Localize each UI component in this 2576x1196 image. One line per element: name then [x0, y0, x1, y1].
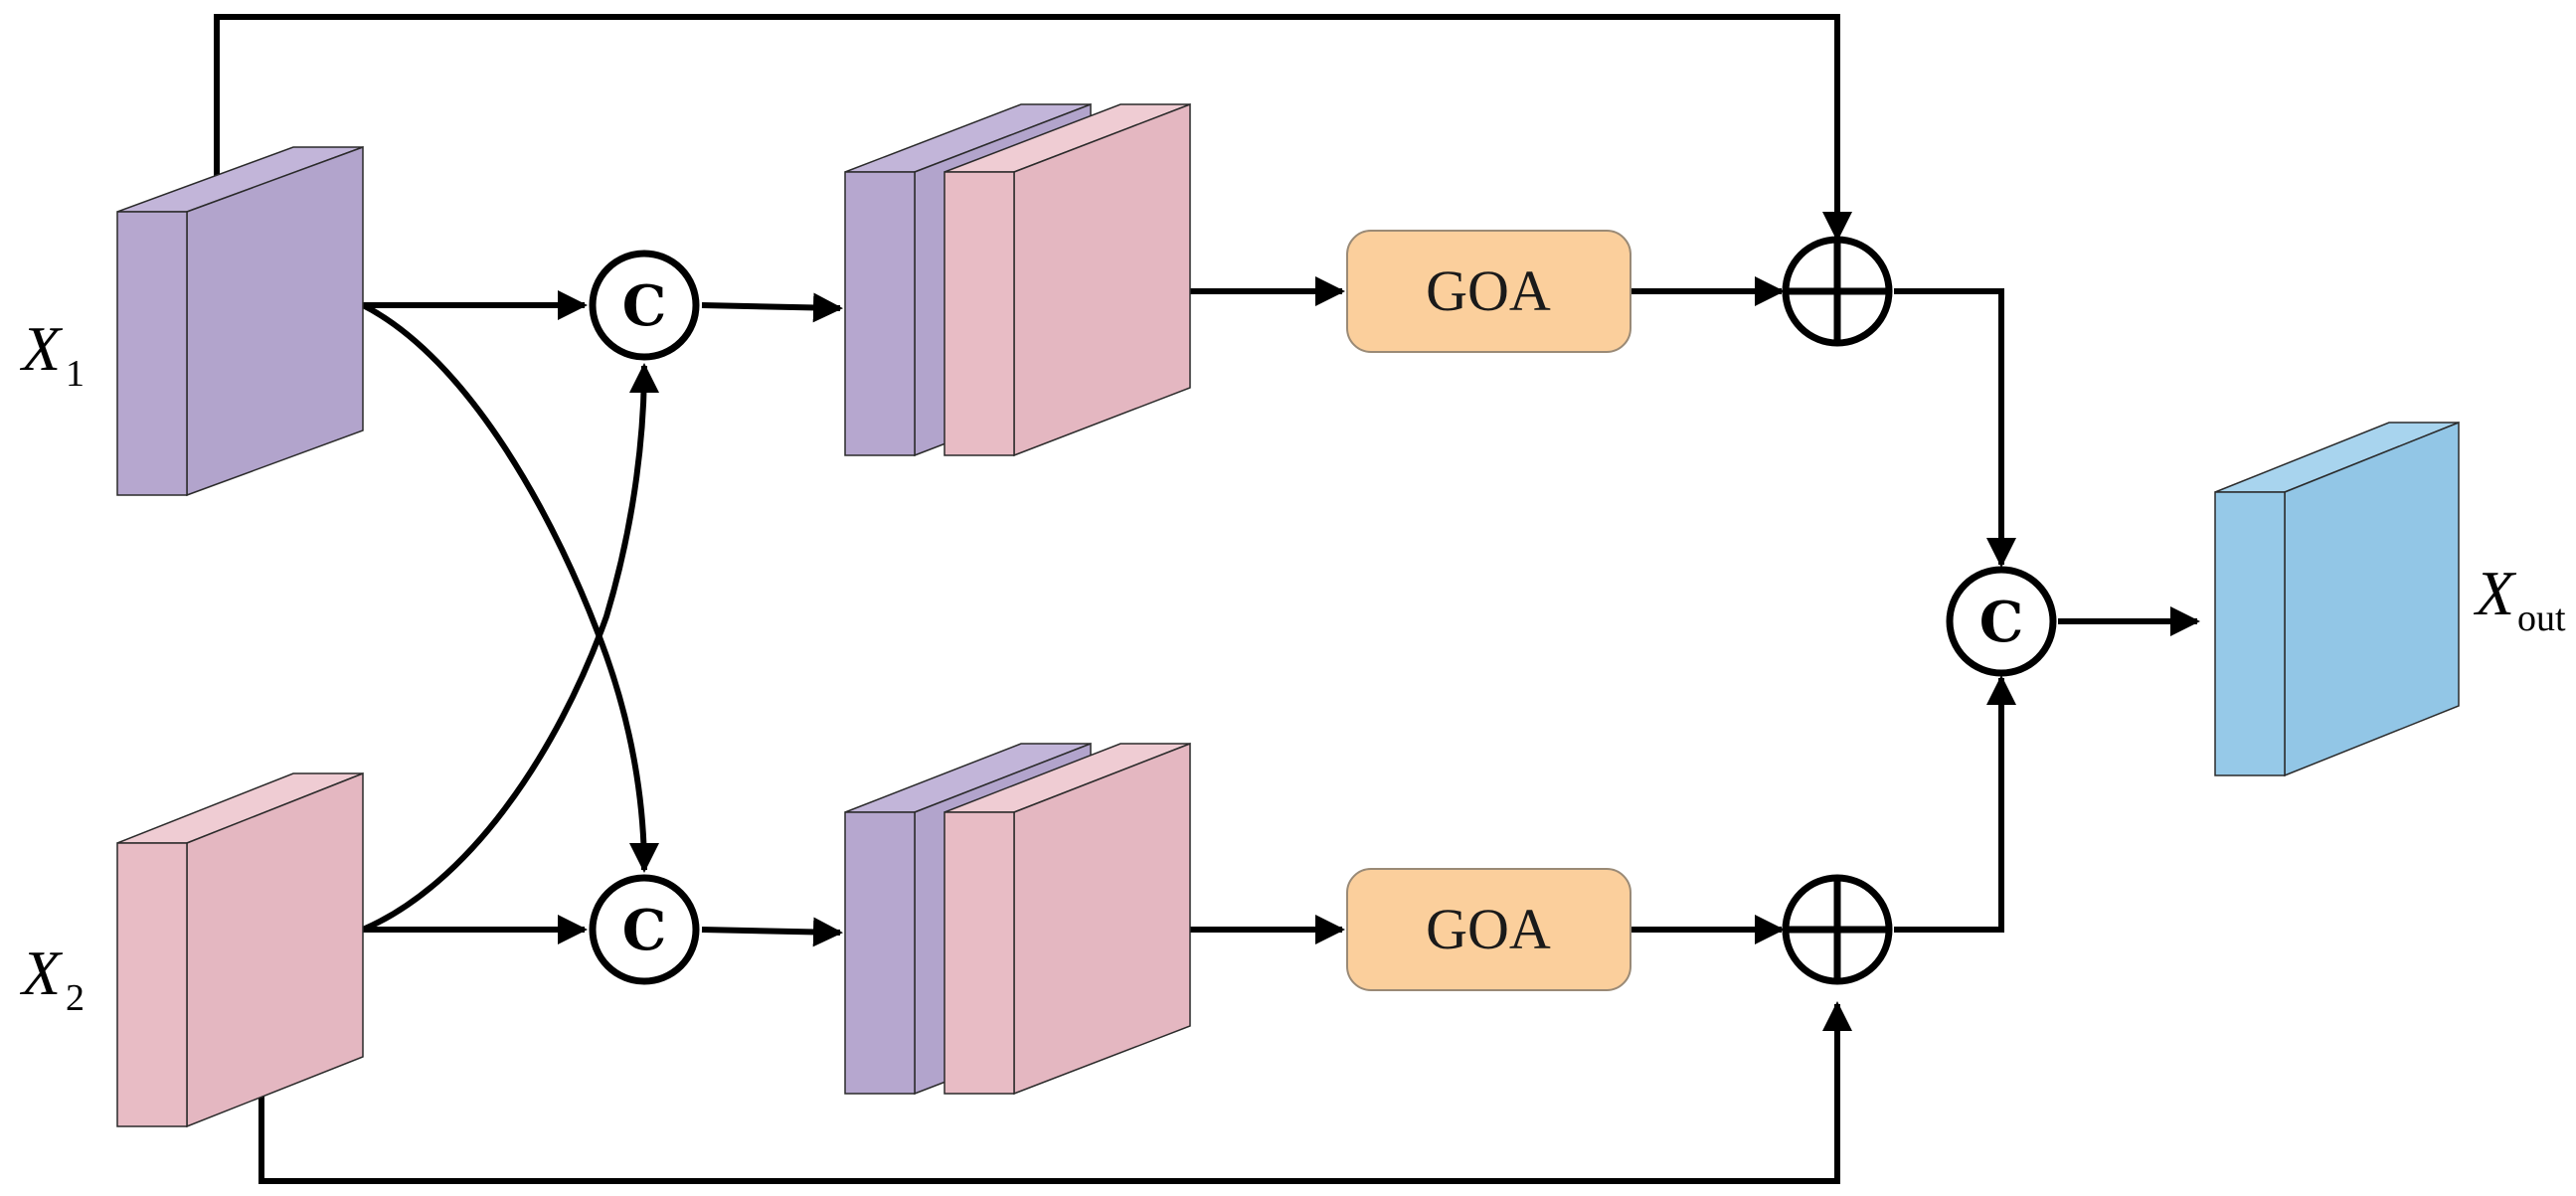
label-x1: X 1 — [19, 313, 85, 395]
concat-top-to-stack-wire — [701, 292, 843, 323]
add-operator-top — [1782, 236, 1893, 347]
goa-bottom-label: GOA — [1426, 897, 1551, 961]
label-xout-subscript: out — [2517, 598, 2566, 639]
bottom-stack-purple-front — [844, 811, 916, 1095]
goa-block-bottom: GOA — [1346, 868, 1631, 991]
goa-top-label: GOA — [1426, 258, 1551, 323]
concat-top-circle — [589, 250, 700, 361]
label-x2-subscript: 2 — [66, 977, 85, 1019]
concat-out-circle — [1946, 566, 2057, 677]
top-stack-purple-front — [844, 171, 916, 456]
label-xout-symbol: X — [2473, 558, 2517, 628]
concat-bottom-label: C — [622, 898, 667, 963]
x1-to-concat-bottom-wire — [361, 302, 659, 873]
concat-bottom-to-stack-wire — [701, 917, 843, 947]
concat-operator-bottom: C — [589, 874, 700, 985]
top-concat-feature-stack — [844, 102, 1191, 457]
x1-block-front — [116, 211, 188, 496]
goa-bottom-box — [1346, 868, 1631, 991]
bottom-concat-feature-stack — [844, 742, 1191, 1096]
x1-skip-wire — [214, 14, 1852, 242]
out-block-front — [2214, 491, 2286, 776]
label-x1-subscript: 1 — [66, 353, 85, 395]
x2-skip-wire — [258, 1001, 1852, 1184]
input-x1-feature-block — [116, 145, 364, 497]
add-bottom-to-concat-out-wire — [1894, 675, 2016, 933]
top-stack-pink-front — [944, 171, 1015, 456]
input-x2-feature-block — [116, 771, 364, 1128]
bottom-stack-pink-front — [944, 811, 1015, 1095]
label-x2: X 2 — [19, 938, 85, 1019]
output-feature-block — [2214, 421, 2460, 777]
label-xout: X out — [2473, 558, 2566, 639]
add-operator-bottom — [1782, 874, 1893, 985]
add-top-to-concat-out-wire — [1894, 288, 2016, 568]
connections — [214, 14, 2200, 1184]
concat-operator-output: C — [1946, 566, 2057, 677]
concat-out-label: C — [1979, 590, 2024, 655]
x2-block-front — [116, 842, 188, 1127]
label-x1-symbol: X — [19, 313, 64, 384]
x2-to-concat-top-wire — [361, 363, 659, 933]
label-x2-symbol: X — [19, 938, 64, 1008]
goa-block-top: GOA — [1346, 230, 1631, 353]
concat-operator-top: C — [589, 250, 700, 361]
goa-top-box — [1346, 230, 1631, 353]
concat-top-label: C — [622, 273, 667, 339]
concat-bottom-circle — [589, 874, 700, 985]
